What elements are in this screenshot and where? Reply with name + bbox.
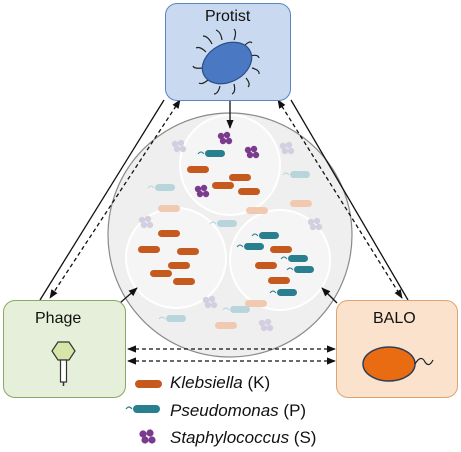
- pseudomonas-cell-faint: [158, 315, 186, 322]
- klebsiella-cell: [238, 188, 260, 195]
- staph-cluster-faint: [307, 217, 323, 231]
- legend-item-pseudomonas: Pseudomonas (P): [170, 401, 307, 420]
- klebsiella-cell: [138, 246, 160, 253]
- pseudomonas-cell: [269, 289, 297, 296]
- klebsiella-cell: [229, 174, 251, 181]
- bacteria-cells: [138, 131, 323, 332]
- klebsiella-cell-faint: [245, 300, 267, 307]
- sub-community-top: [179, 114, 281, 216]
- klebsiella-cell: [158, 230, 180, 237]
- legend-item-staphylococcus: Staphylococcus (S): [170, 428, 317, 447]
- staph-cluster: [244, 145, 260, 159]
- pseudomonas-cell: [197, 150, 225, 157]
- klebsiella-cell: [255, 262, 277, 269]
- arrow-protist-balo-dashed: [277, 99, 403, 299]
- staph-cluster-faint: [138, 215, 154, 229]
- pseudomonas-cell: [286, 266, 314, 273]
- balo-label: BALO: [373, 310, 416, 327]
- pseudomonas-cell: [236, 243, 264, 250]
- klebsiella-cell: [177, 248, 199, 255]
- pseudomonas-cell: [280, 255, 308, 262]
- klebsiella-cell: [268, 277, 290, 284]
- klebsiella-cell-faint: [158, 205, 180, 212]
- staph-cluster: [194, 184, 210, 198]
- pseudomonas-cell-faint: [282, 171, 310, 178]
- legend-item-klebsiella: Klebsiella (K): [170, 373, 271, 392]
- klebsiella-cell: [173, 278, 195, 285]
- pseudomonas-cell-faint: [222, 306, 250, 313]
- klebsiella-cell: [212, 182, 234, 189]
- klebsiella-cell: [270, 246, 292, 253]
- pseudomonas-cell: [251, 232, 279, 239]
- protist-label: Protist: [205, 8, 251, 25]
- phage-label: Phage: [35, 310, 82, 327]
- arrow-protist-phage-dashed: [49, 99, 181, 299]
- pseudomonas-cell-faint: [209, 220, 237, 227]
- klebsiella-cell: [150, 270, 172, 277]
- klebsiella-cell-faint: [246, 207, 268, 214]
- staph-cluster-faint: [202, 295, 218, 309]
- staph-cluster: [217, 131, 233, 145]
- klebsiella-cell: [168, 262, 190, 269]
- klebsiella-cell: [187, 166, 209, 173]
- klebsiella-cell-faint: [215, 322, 237, 329]
- pseudomonas-cell-faint: [147, 184, 175, 191]
- staph-cluster-faint: [279, 141, 295, 155]
- staph-cluster-faint: [171, 139, 187, 153]
- staph-cluster-faint: [258, 318, 274, 332]
- klebsiella-cell-faint: [290, 200, 312, 207]
